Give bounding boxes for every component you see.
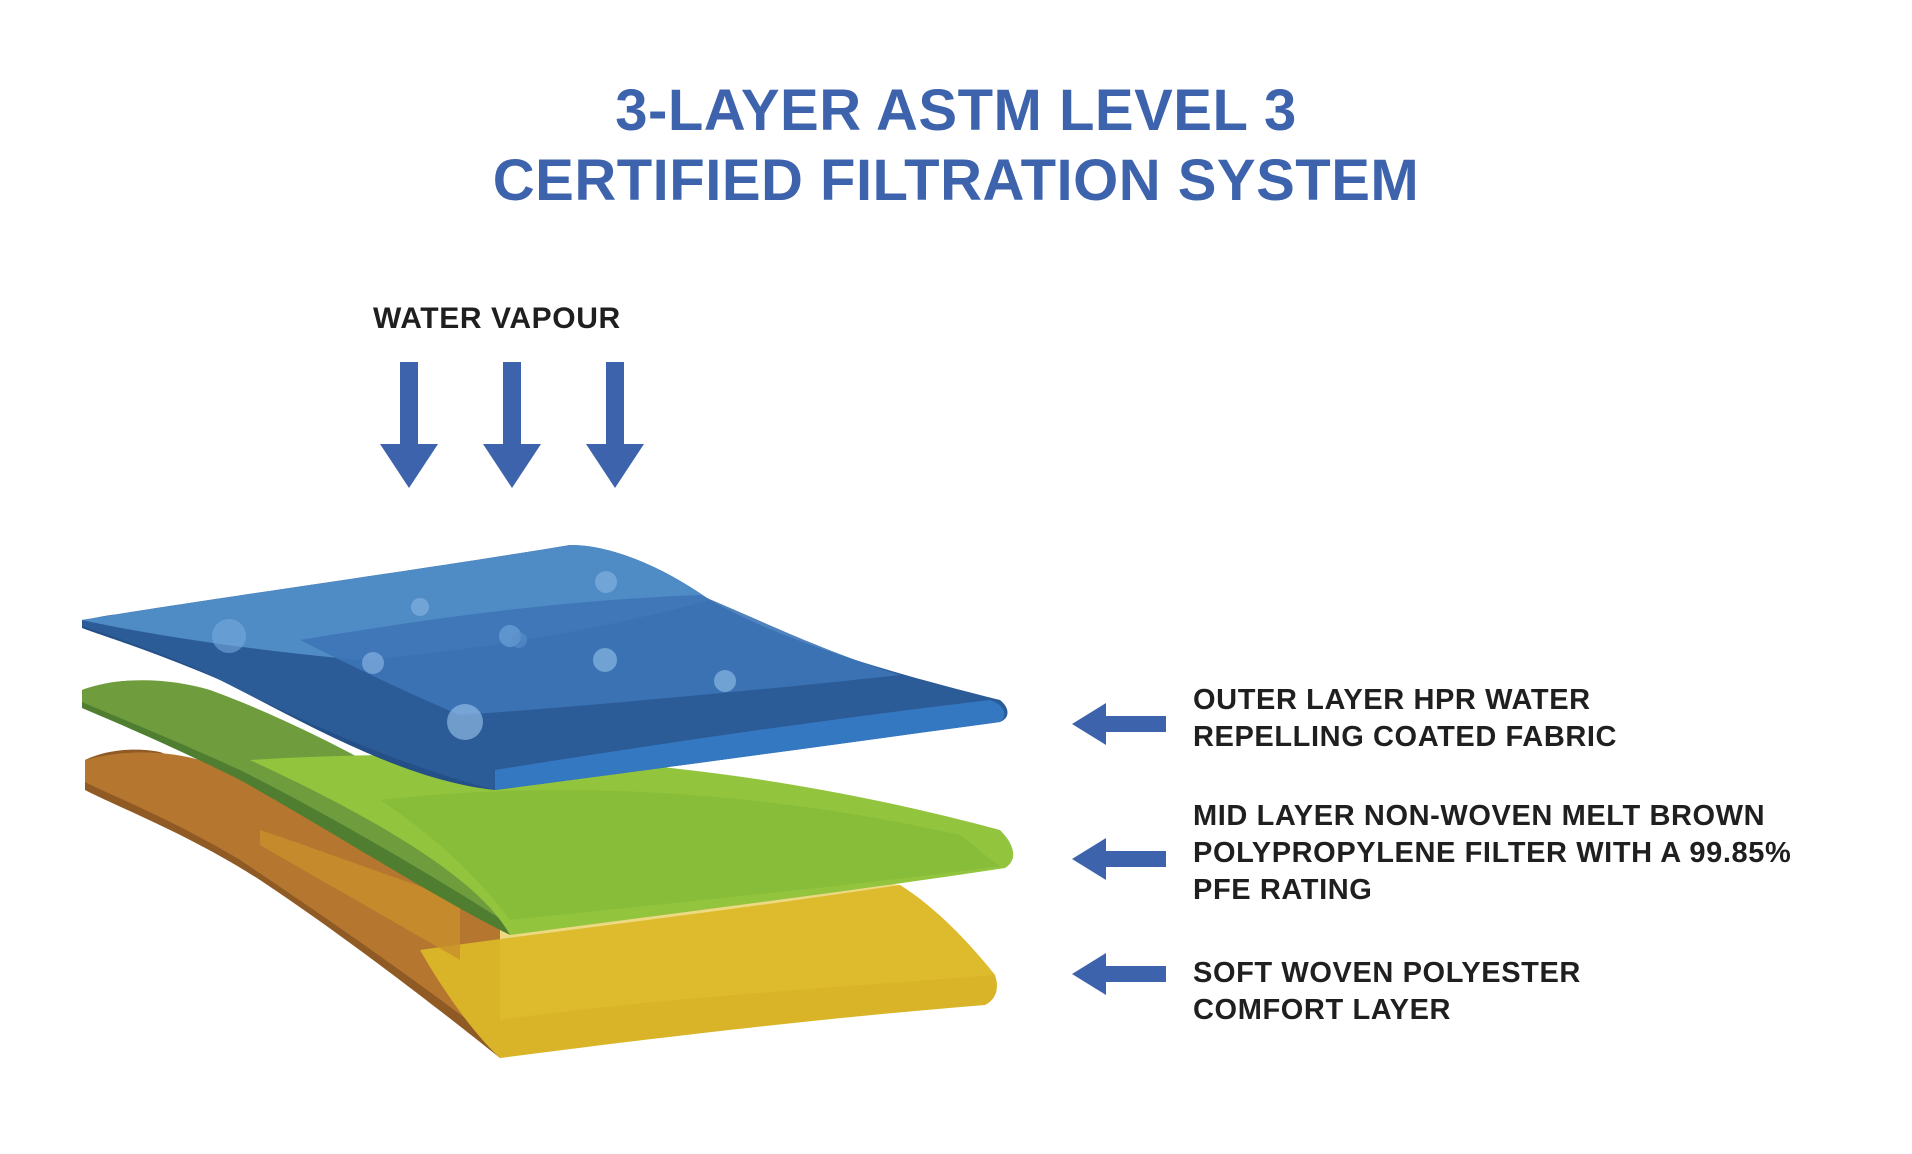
mid-layer-label: MID LAYER NON-WOVEN MELT BROWN POLYPROPY…	[1193, 798, 1791, 909]
inner-layer-label: SOFT WOVEN POLYESTER COMFORT LAYER	[1193, 955, 1581, 1029]
outer-layer-line-2: REPELLING COATED FABRIC	[1193, 721, 1618, 753]
mid-layer-line-1: MID LAYER NON-WOVEN MELT BROWN	[1193, 800, 1766, 832]
outer-layer-label: OUTER LAYER HPR WATER REPELLING COATED F…	[1193, 682, 1617, 756]
mid-layer-line-2: POLYPROPYLENE FILTER WITH A 99.85%	[1193, 837, 1792, 869]
left-arrow-icon	[1072, 703, 1166, 745]
water-vapour-label: WATER VAPOUR	[373, 302, 621, 335]
outer-layer-line-1: OUTER LAYER HPR WATER	[1193, 684, 1591, 716]
title-line-1: 3-LAYER ASTM LEVEL 3	[615, 78, 1297, 143]
outer-coated-layer	[82, 545, 1008, 790]
title-line-2: CERTIFIED FILTRATION SYSTEM	[492, 148, 1420, 213]
left-arrow-icon	[1072, 838, 1166, 880]
mid-layer-line-3: PFE RATING	[1193, 874, 1373, 906]
mid-filter-layer	[82, 680, 1014, 935]
down-arrow-icon	[483, 362, 541, 488]
left-arrow-icon	[1072, 953, 1166, 995]
down-arrow-icon	[380, 362, 438, 488]
inner-layer-line-2: COMFORT LAYER	[1193, 994, 1452, 1026]
inner-layer-line-1: SOFT WOVEN POLYESTER	[1193, 957, 1581, 989]
down-arrow-icon	[586, 362, 644, 488]
